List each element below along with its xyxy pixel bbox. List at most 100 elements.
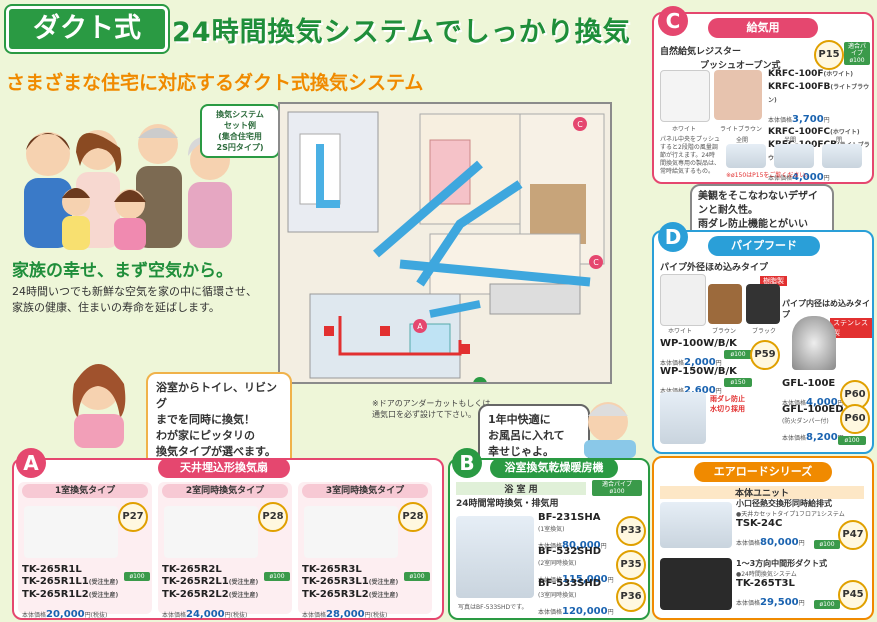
section-e-label: エアロードシリーズ: [694, 462, 832, 482]
section-d-badge: D: [658, 222, 688, 252]
steel-hood-image: [792, 316, 836, 370]
col-title: 2室同時換気タイプ: [162, 484, 288, 498]
model-name: TK-265R2L2: [162, 589, 229, 600]
page-subtitle: さまざまな住宅に対応するダクト式換気システム: [6, 72, 424, 94]
model-note: (2室同時換気): [538, 560, 577, 567]
model-name: KRFC-100F: [768, 69, 824, 79]
wp150-row: WP-150W/B/K 本体価格2,600円: [660, 366, 737, 397]
price-label: 本体価格: [768, 117, 793, 124]
color-label: ホワイト: [668, 328, 693, 335]
section-a-col-2: 2室同時換気タイプ P28 ø100 TK-265R2L TK-265R2L1(…: [158, 482, 292, 620]
tsk-duct: ø100: [814, 540, 840, 549]
model-note: (受注生産): [228, 579, 259, 586]
bath-model-3: BF-533SHD (3室同時換気) 本体価格120,000円: [538, 578, 618, 618]
page-title: 24時間換気システムでしっかり換気: [172, 17, 631, 48]
model-name: TK-265R1L: [22, 564, 82, 575]
section-d-subtitle-1: パイプ外径ほめ込みタイプ: [660, 263, 769, 273]
col-page: P28: [398, 502, 428, 532]
col-duct: ø100: [264, 572, 290, 581]
bubble-line: わが家にピッタリの: [156, 429, 255, 442]
intro-body: 24時間いつでも新鮮な空気を家の中に循環させ、 家族の健康、住まいの寿命を延ばし…: [12, 284, 312, 316]
model-name: TK-265R2L1: [162, 576, 229, 587]
tsk-page: P47: [838, 520, 868, 550]
model-name: TK-265R1L1: [22, 576, 89, 587]
wp100-duct: ø100: [724, 350, 752, 359]
price-label: 本体価格: [768, 175, 793, 182]
section-c-page: P15: [814, 40, 844, 70]
section-c-subtitle: プッシュオープン式: [700, 61, 781, 71]
section-c-desc: パネル中央をプッシュすると2段階の風量調節が行えます。24時間換気専用の製品は、…: [660, 136, 721, 175]
model-note: (受注生産): [368, 592, 399, 599]
plan-note: ※ドアのアンダーカットもしくは 通気口を必ず設けて下さい。: [372, 398, 552, 420]
model-note: (受注生産): [368, 579, 399, 586]
price-yen: 円: [607, 577, 614, 584]
bath-model-2: BF-532SHD (2室同時換気) 本体価格115,000円: [538, 546, 618, 586]
price-yen: 円: [607, 609, 614, 616]
hood-white-image: [660, 274, 706, 326]
step-image: [822, 144, 862, 168]
model-name: TSK-24C: [736, 518, 783, 529]
step-label: 閉: [836, 137, 843, 144]
price-yen: 円: [837, 400, 844, 407]
price-yen: 円: [715, 388, 722, 395]
model-name: TK-265R3L2: [302, 589, 369, 600]
bubble-line: 美観をそこなわないデザインと耐久性。: [698, 191, 818, 216]
wp100-row: WP-100W/B/K 本体価格2,000円: [660, 338, 737, 369]
section-a-col-3: 3室同時換気タイプ P28 ø100 TK-265R3L TK-265R3L1(…: [298, 482, 432, 620]
section-b-badge: B: [452, 448, 482, 478]
col-page: P28: [258, 502, 288, 532]
price-value: 2,600: [684, 385, 716, 396]
product-title: 1〜3方向中間形ダクト式: [736, 559, 828, 568]
model-name: TK-265R3L1: [302, 576, 369, 587]
bubble-line: 浴室からトイレ、リビング: [156, 381, 277, 410]
plan-note-line: ※ドアのアンダーカットもしくは: [372, 399, 491, 408]
bath-unit-image: [456, 516, 534, 598]
gfl-duct: ø100: [838, 436, 866, 445]
col-models: TK-265R1L TK-265R1L1(受注生産) TK-265R1L2(受注…: [22, 564, 118, 621]
img-label-white: ホワイト: [672, 126, 697, 133]
steel-badge: ステンレス製: [830, 318, 872, 338]
section-c-footnote: ※ø150はP15をご覧ください。: [726, 172, 812, 179]
step-label: 半開: [784, 137, 797, 144]
speech-bubble-b: 1年中快適に お風呂に入れて 幸せじゃよ。: [478, 404, 590, 468]
gfl100e-row: GFL-100E 本体価格4,000円: [782, 378, 844, 409]
model-name: BF-532SHD: [538, 546, 602, 557]
section-d-panel: D パイプフード パイプ外径ほめ込みタイプ 樹脂製 ホワイト ブラウン ブラック…: [652, 222, 874, 454]
price-label: 本体価格: [302, 612, 327, 619]
system-set-label: 換気システム セット例 (集合住宅用 2S円タイプ): [200, 104, 280, 158]
tsk24c-info: 小口径熱交換形同時給排式 ●天井カセットタイプ1フロア1システム TSK-24C…: [736, 498, 866, 549]
model-name: TK-265R3L: [302, 564, 362, 575]
color-label: ブラック: [752, 328, 777, 335]
price-value: 80,000: [760, 537, 799, 548]
rain-line: 水切り採用: [710, 405, 745, 413]
price-value: 29,500: [760, 597, 799, 608]
intro-line-1: 24時間いつでも新鮮な空気を家の中に循環させ、: [12, 285, 257, 298]
gfl-page-2: P60: [840, 404, 870, 434]
register-white-image: [660, 70, 710, 122]
section-c-panel: C 給気用 P15 適合パイプ ø100 自然給気レジスター プッシュオープン式…: [652, 6, 874, 184]
model-name: TK-265R2L: [162, 564, 222, 575]
model-note: (防火ダンパー付): [782, 418, 829, 425]
section-c-badge: C: [658, 6, 688, 36]
bubble-line: までを同時に換気！: [156, 413, 255, 426]
col-models: TK-265R2L TK-265R2L1(受注生産) TK-265R2L2(受注…: [162, 564, 258, 621]
col-title: 1室換気タイプ: [22, 484, 148, 498]
model-note: (ライトブラウン): [768, 84, 870, 104]
rain-label: 雨ダレ防止 水切り採用: [710, 394, 745, 414]
model-note: (受注生産): [88, 592, 119, 599]
section-c-label: 給気用: [708, 18, 818, 38]
hood-brown-image: [708, 284, 742, 324]
price-label: 本体価格: [660, 360, 685, 367]
section-c-title: 自然給気レジスター: [660, 47, 742, 57]
model-name: BF-231SHA: [538, 512, 601, 523]
tk-duct: ø100: [814, 600, 840, 609]
price-yen: 円: [798, 540, 805, 547]
price-value: 3,700: [792, 114, 824, 125]
fan-image: [304, 506, 398, 558]
price-label: 本体価格: [538, 609, 563, 616]
product-line: ●24時間換気システム: [736, 571, 797, 578]
section-a-columns: 1室換気タイプ P27 ø100 TK-265R1L TK-265R1L1(受注…: [18, 482, 436, 620]
model-note: (受注生産): [88, 579, 119, 586]
rain-line: 雨ダレ防止: [710, 395, 745, 403]
col-duct: ø100: [124, 572, 150, 581]
